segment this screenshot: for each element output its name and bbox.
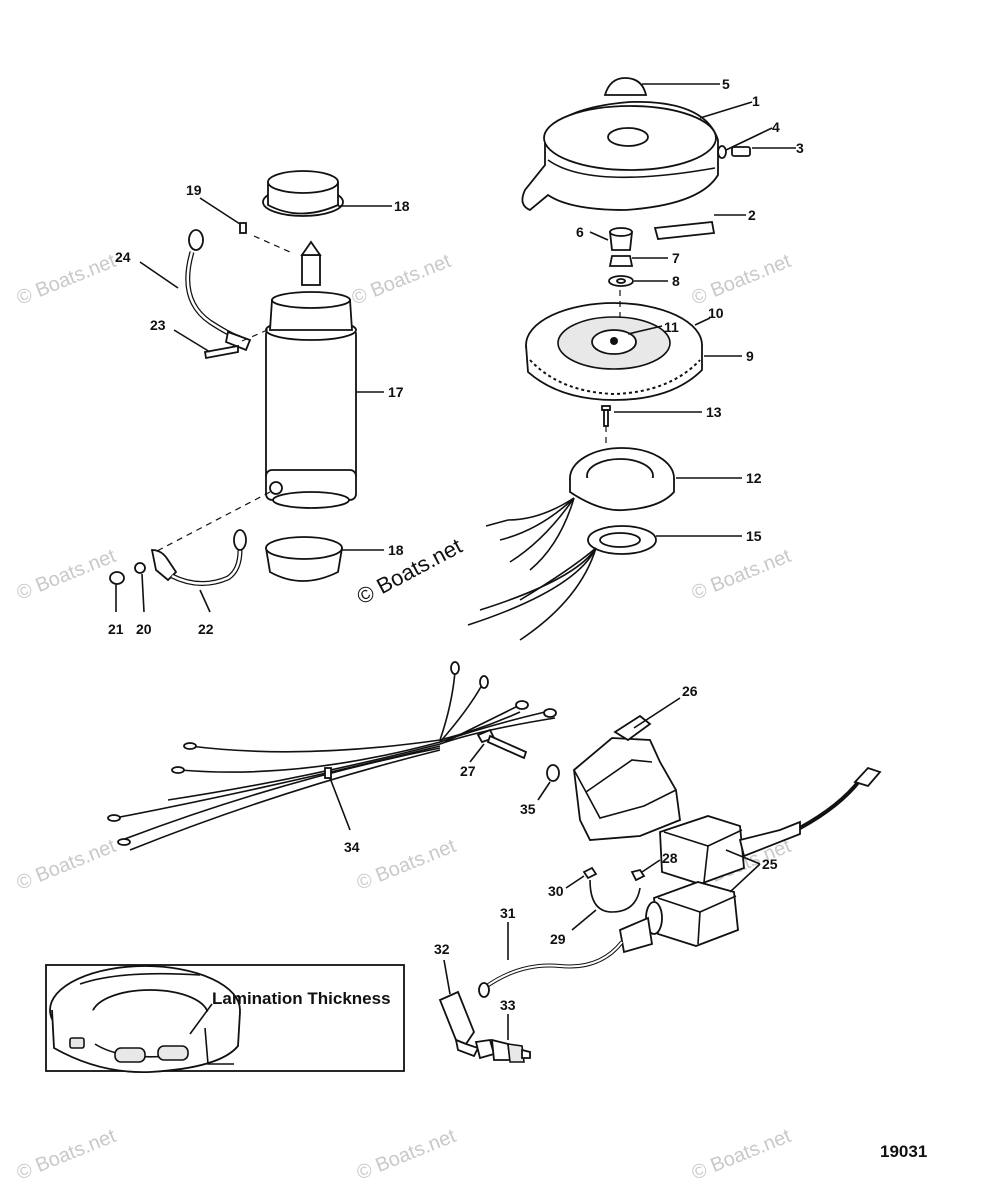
callout-12: 12 (746, 470, 762, 486)
diagram-reference-number: 19031 (880, 1142, 927, 1161)
callout-27: 27 (460, 763, 476, 779)
bolt-27 (476, 728, 528, 760)
callout-15: 15 (746, 528, 762, 544)
watermark: © Boats.net (349, 250, 455, 310)
callout-22: 22 (198, 621, 214, 637)
callout-35: 35 (520, 801, 536, 817)
watermark: © Boats.net (689, 545, 795, 605)
callout-21: 21 (108, 621, 124, 637)
flywheel-cover (521, 101, 719, 212)
callout-18-upper: 18 (394, 198, 410, 214)
callout-30: 30 (548, 883, 564, 899)
screw-23 (203, 344, 239, 360)
callout-19: 19 (186, 182, 202, 198)
callout-13: 13 (706, 404, 722, 420)
spark-plug (474, 1038, 531, 1063)
callout-29: 29 (550, 931, 566, 947)
callout-17: 17 (388, 384, 404, 400)
bolt (601, 405, 611, 427)
watermark: © Boats.net (354, 835, 460, 895)
flywheel (525, 302, 703, 401)
callout-24: 24 (115, 249, 131, 265)
watermark: © Boats.net (14, 545, 120, 605)
stator-wires (467, 497, 597, 641)
callout-28: 28 (662, 850, 678, 866)
washer-35 (546, 764, 560, 782)
watermark: © Boats.net (14, 1125, 120, 1185)
watermark: © Boats.net (14, 250, 120, 310)
ignition-coil-upper (659, 766, 882, 885)
screw-and-washer (717, 145, 751, 159)
upper-ring (262, 170, 344, 217)
ignition-coil-lower (618, 881, 739, 954)
stator (569, 447, 675, 512)
callout-18-lower: 18 (388, 542, 404, 558)
watermark: © Boats.net (14, 835, 120, 895)
watermark: © Boats.net (689, 250, 795, 310)
clip (239, 222, 247, 234)
callout-7: 7 (672, 250, 680, 266)
callout-2: 2 (748, 207, 756, 223)
high-tension-lead (478, 940, 624, 998)
callout-23: 23 (150, 317, 166, 333)
starter-motor (265, 240, 357, 509)
battery-cable (109, 529, 247, 586)
callout-26: 26 (682, 683, 698, 699)
callout-32: 32 (434, 941, 450, 957)
spark-plug-boot (438, 990, 480, 1058)
bushing-nut-washer (608, 227, 634, 287)
inset-box: Lamination Thickness (45, 964, 405, 1074)
inset-label: Lamination Thickness (212, 989, 391, 1008)
callout-11: 11 (664, 319, 679, 335)
bracket (573, 714, 681, 841)
watermark-center: © Boats.net (353, 533, 467, 609)
callout-1: 1 (752, 93, 760, 109)
trigger (587, 525, 657, 555)
wire-harness (107, 661, 557, 851)
callout-20: 20 (136, 621, 152, 637)
callout-6: 6 (576, 224, 584, 240)
callout-34: 34 (344, 839, 360, 855)
callouts: 5 1 4 3 2 6 7 8 10 11 9 13 12 15 18 19 2 (108, 76, 804, 1040)
starter-cable (185, 229, 252, 352)
callout-5: 5 (722, 76, 730, 92)
callout-4: 4 (772, 119, 780, 135)
callout-3: 3 (796, 140, 804, 156)
callout-10: 10 (708, 305, 724, 321)
watermark: © Boats.net (354, 1125, 460, 1185)
watermark: © Boats.net (689, 1125, 795, 1185)
ground-wire (582, 866, 646, 913)
callout-31: 31 (500, 905, 516, 921)
callout-8: 8 (672, 273, 680, 289)
decal (653, 221, 716, 240)
callout-9: 9 (746, 348, 754, 364)
callout-33: 33 (500, 997, 516, 1013)
lower-ring (265, 536, 344, 582)
cap (603, 77, 648, 96)
callout-25: 25 (762, 856, 778, 872)
